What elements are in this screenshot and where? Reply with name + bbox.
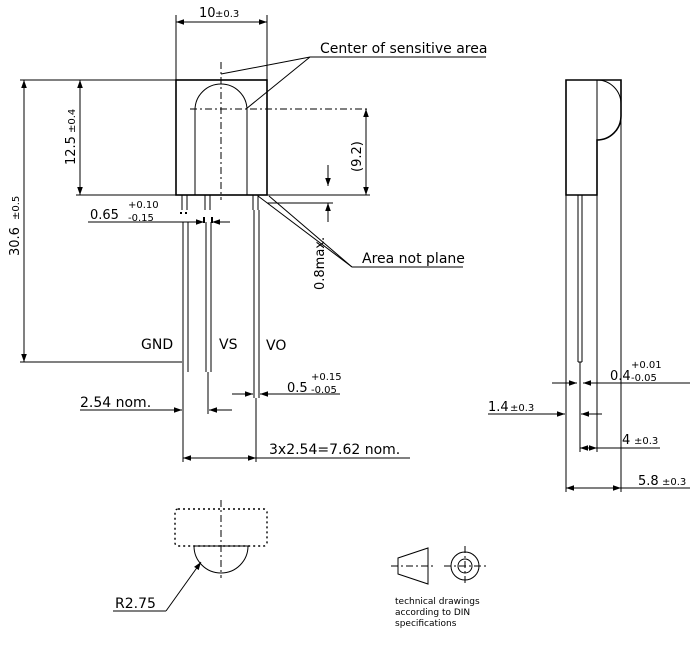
svg-text:2.54 nom.: 2.54 nom.	[80, 395, 151, 411]
svg-text:0.65: 0.65	[90, 208, 119, 223]
din-projection-symbol: technical drawings according to DIN spec…	[391, 546, 486, 629]
pin-stubs	[181, 195, 259, 210]
svg-text:3x2.54=7.62 nom.: 3x2.54=7.62 nom.	[269, 442, 400, 458]
lead-gnd	[182, 222, 189, 372]
svg-text:R2.75: R2.75	[115, 596, 156, 612]
svg-text:specifications: specifications	[395, 619, 457, 629]
dim-pin-thickness-front: 0.5 +0.15 -0.05	[232, 372, 342, 398]
dim-width-top: 10 ±0.3	[175, 6, 268, 80]
dim-side-depth: 4 ±0.3	[580, 195, 660, 452]
dim-center-height: (9.2)	[267, 109, 370, 196]
dim-radius: R2.75	[113, 561, 202, 612]
projection-cone-icon	[391, 547, 436, 585]
dim-pin-thickness-side: 0.4 +0.01 -0.05	[552, 360, 690, 386]
svg-text:-0.05: -0.05	[631, 373, 657, 384]
svg-text:±0.3: ±0.3	[510, 403, 534, 414]
dim-side-offset: 1.4 ±0.3	[488, 195, 602, 492]
svg-text:±0.5: ±0.5	[11, 196, 22, 220]
svg-text:±0.3: ±0.3	[215, 9, 239, 20]
projection-circles-icon	[444, 546, 486, 586]
svg-text:technical drawings: technical drawings	[395, 597, 480, 607]
side-view	[565, 79, 622, 363]
svg-text:+0.10: +0.10	[128, 200, 159, 211]
svg-text:10: 10	[199, 6, 216, 21]
pin-label-gnd: GND	[141, 337, 173, 353]
svg-text:according to DIN: according to DIN	[395, 608, 470, 618]
svg-text:0.5: 0.5	[287, 381, 308, 396]
dim-pitch: 2.54 nom.	[80, 372, 232, 462]
svg-text:0.4: 0.4	[610, 369, 631, 384]
svg-text:30.6: 30.6	[8, 227, 23, 256]
lead-vs	[205, 222, 212, 372]
svg-text:1.4: 1.4	[488, 400, 509, 415]
label-center-sensitive: Center of sensitive area	[220, 41, 487, 110]
dim-area-height: 0.8max.	[267, 165, 333, 290]
svg-text:+0.01: +0.01	[631, 360, 662, 371]
svg-text:±0.3: ±0.3	[662, 477, 686, 488]
svg-text:-0.05: -0.05	[311, 385, 337, 396]
svg-text:(9.2): (9.2)	[350, 141, 365, 172]
svg-text:±0.3: ±0.3	[634, 436, 658, 447]
svg-text:Area not plane: Area not plane	[362, 251, 465, 267]
dim-pitch-total: 3x2.54=7.62 nom.	[183, 398, 410, 462]
pin-label-vs: VS	[219, 337, 238, 353]
dim-height-body: 12.5 ±0.4	[64, 80, 176, 196]
svg-text:12.5: 12.5	[64, 136, 79, 165]
dim-pin-width: 0.65 +0.10 -0.15	[88, 200, 230, 225]
svg-text:5.8: 5.8	[638, 474, 659, 489]
front-view: GND VS VO	[141, 62, 368, 372]
lead-vo	[253, 210, 260, 372]
svg-text:-0.15: -0.15	[128, 213, 154, 224]
svg-text:4: 4	[622, 433, 630, 448]
pin-label-vo: VO	[266, 338, 286, 354]
svg-text:Center of sensitive area: Center of sensitive area	[320, 41, 487, 57]
side-body	[565, 79, 622, 196]
svg-text:±0.4: ±0.4	[67, 109, 78, 133]
label-area-not-plane: Area not plane	[257, 195, 465, 268]
svg-text:0.8max.: 0.8max.	[313, 237, 328, 290]
dim-side-total: 5.8 ±0.3	[566, 80, 690, 492]
dim-height-total: 30.6 ±0.5	[8, 79, 182, 363]
svg-text:+0.15: +0.15	[311, 372, 342, 383]
top-view	[174, 500, 268, 578]
